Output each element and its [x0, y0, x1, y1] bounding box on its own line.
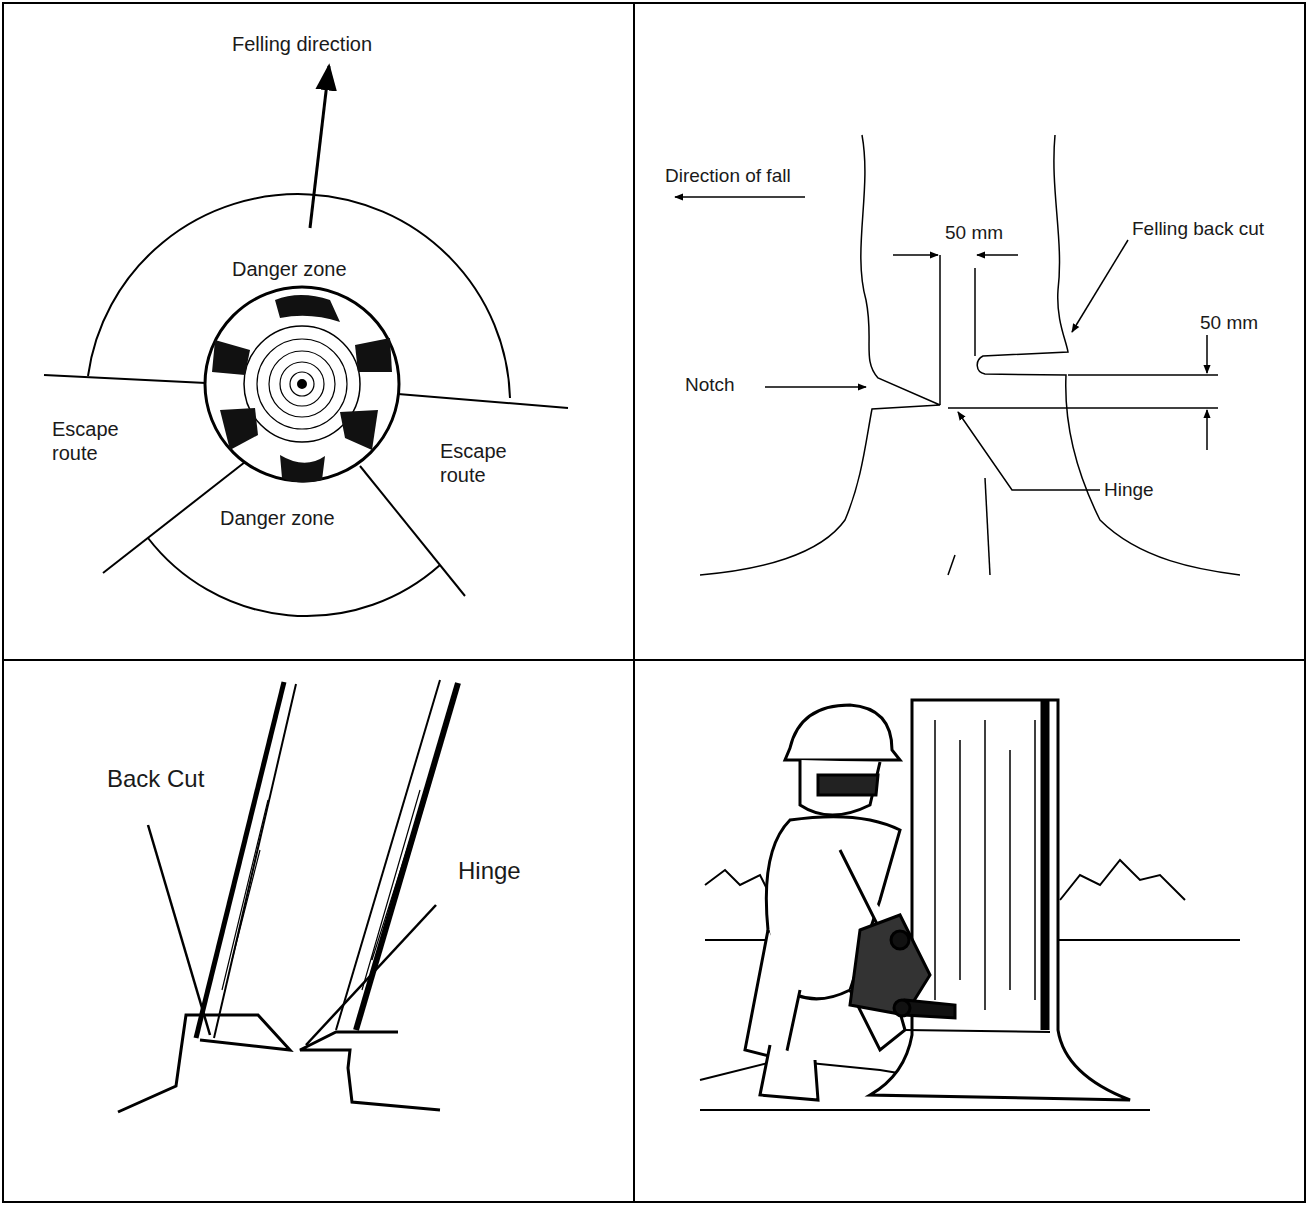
panel-grid — [3, 3, 1305, 1202]
part-label: Felling back cut — [1132, 218, 1264, 241]
panel-caption: Felling direction — [232, 32, 372, 56]
zone-label: Danger zone — [232, 257, 347, 281]
dimension-label: 50 mm — [1200, 312, 1258, 335]
zone-label: Danger zone — [220, 506, 335, 530]
part-label: Hinge — [1104, 479, 1154, 502]
notch-section — [675, 135, 1240, 575]
danger-zone-plan — [44, 66, 568, 616]
part-label: Notch — [685, 374, 735, 397]
route-label: Escape route — [440, 439, 530, 487]
route-label: Escape route — [52, 417, 142, 465]
part-label: Hinge — [458, 857, 521, 886]
hinge-stump — [118, 680, 458, 1112]
part-label: Back Cut — [107, 765, 204, 794]
dimension-label: 50 mm — [945, 222, 1003, 245]
worker-felling — [700, 700, 1240, 1110]
direction-label: Direction of fall — [665, 165, 791, 188]
